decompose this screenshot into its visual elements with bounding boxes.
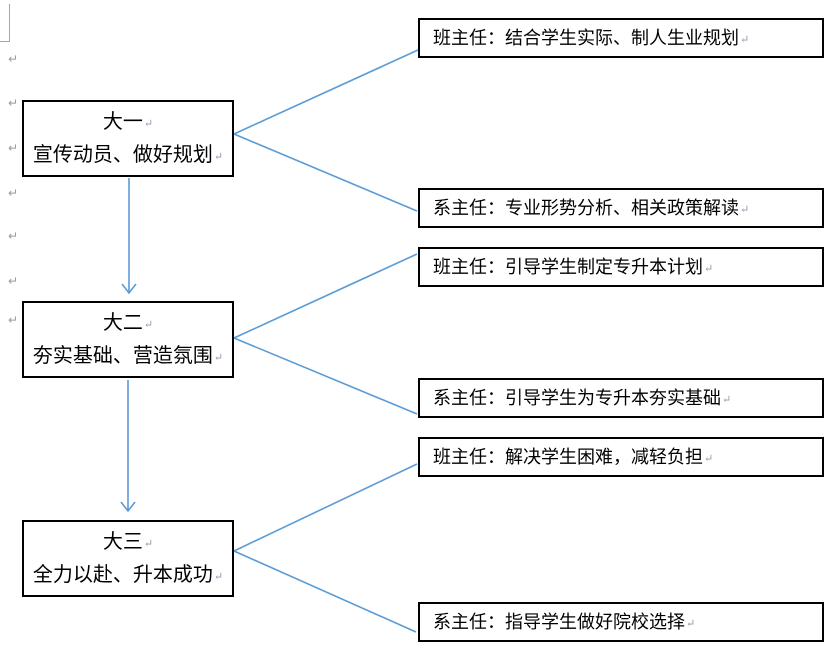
connector-line — [233, 253, 418, 339]
stage-box-year1: 大一↵ 宣传动员、做好规划↵ — [22, 100, 234, 177]
stage-title: 大二 — [102, 312, 143, 334]
stage-title-line: 大三↵ — [24, 527, 232, 560]
stage-subtitle: 夯实基础、营造氛围 — [32, 345, 213, 367]
stage-title-line: 大一↵ — [24, 107, 232, 140]
down-arrow-head-icon — [120, 501, 136, 513]
paragraph-mark-icon: ↵ — [740, 204, 750, 216]
stage-title: 大一 — [102, 111, 143, 133]
task-text: 班主任：引导学生制定专升本计划 — [433, 257, 703, 277]
paragraph-mark-icon: ↵ — [8, 186, 19, 200]
paragraph-mark-icon: ↵ — [686, 618, 696, 630]
connector-line — [233, 463, 418, 552]
paragraph-mark-icon: ↵ — [704, 263, 714, 275]
stage-subtitle: 宣传动员、做好规划 — [32, 144, 213, 166]
task-box-teacher-year1: 班主任：结合学生实际、制人生业规划↵ — [418, 18, 824, 58]
paragraph-mark-icon: ↵ — [8, 52, 19, 66]
task-text: 系主任：专业形势分析、相关政策解读 — [433, 198, 739, 218]
paragraph-mark-icon: ↵ — [722, 394, 732, 406]
connector-line — [233, 337, 418, 415]
connector-line — [233, 133, 418, 212]
connector-line — [233, 49, 419, 135]
stage-box-year3: 大三↵ 全力以赴、升本成功↵ — [22, 520, 234, 597]
stage-subtitle-line: 夯实基础、营造氛围↵ — [24, 341, 232, 374]
text-boundary-corner-icon — [9, 4, 10, 41]
stage-title-line: 大二↵ — [24, 308, 232, 341]
stage-box-year2: 大二↵ 夯实基础、营造氛围↵ — [22, 301, 234, 378]
paragraph-mark-icon: ↵ — [143, 118, 154, 130]
text-boundary-corner-icon — [0, 41, 10, 42]
paragraph-mark-icon: ↵ — [8, 313, 19, 327]
task-text: 系主任：引导学生为专升本夯实基础 — [433, 388, 721, 408]
task-box-teacher-year3: 班主任：解决学生困难，减轻负担↵ — [418, 437, 824, 477]
paragraph-mark-icon: ↵ — [8, 229, 19, 243]
paragraph-mark-icon: ↵ — [704, 453, 714, 465]
paragraph-mark-icon: ↵ — [213, 151, 224, 163]
stage-subtitle-line: 宣传动员、做好规划↵ — [24, 140, 232, 173]
stage-title: 大三 — [102, 531, 143, 553]
paragraph-mark-icon: ↵ — [740, 34, 750, 46]
task-text: 班主任：解决学生困难，减轻负担 — [433, 447, 703, 467]
task-text: 班主任：结合学生实际、制人生业规划 — [433, 28, 739, 48]
connector-line — [233, 550, 417, 633]
paragraph-mark-icon: ↵ — [8, 274, 19, 288]
paragraph-mark-icon: ↵ — [143, 538, 154, 550]
down-arrow-head-icon — [121, 283, 137, 295]
task-box-dean-year3: 系主任：指导学生做好院校选择↵ — [418, 602, 824, 642]
paragraph-mark-icon: ↵ — [213, 571, 224, 583]
task-box-dean-year2: 系主任：引导学生为专升本夯实基础↵ — [418, 378, 824, 418]
stage-subtitle-line: 全力以赴、升本成功↵ — [24, 560, 232, 593]
task-text: 系主任：指导学生做好院校选择 — [433, 612, 685, 632]
paragraph-mark-icon: ↵ — [8, 96, 19, 110]
task-box-dean-year1: 系主任：专业形势分析、相关政策解读↵ — [418, 188, 824, 228]
stage-subtitle: 全力以赴、升本成功 — [32, 564, 213, 586]
paragraph-mark-icon: ↵ — [143, 319, 154, 331]
paragraph-mark-icon: ↵ — [213, 352, 224, 364]
task-box-teacher-year2: 班主任：引导学生制定专升本计划↵ — [418, 247, 824, 287]
paragraph-mark-icon: ↵ — [8, 141, 19, 155]
